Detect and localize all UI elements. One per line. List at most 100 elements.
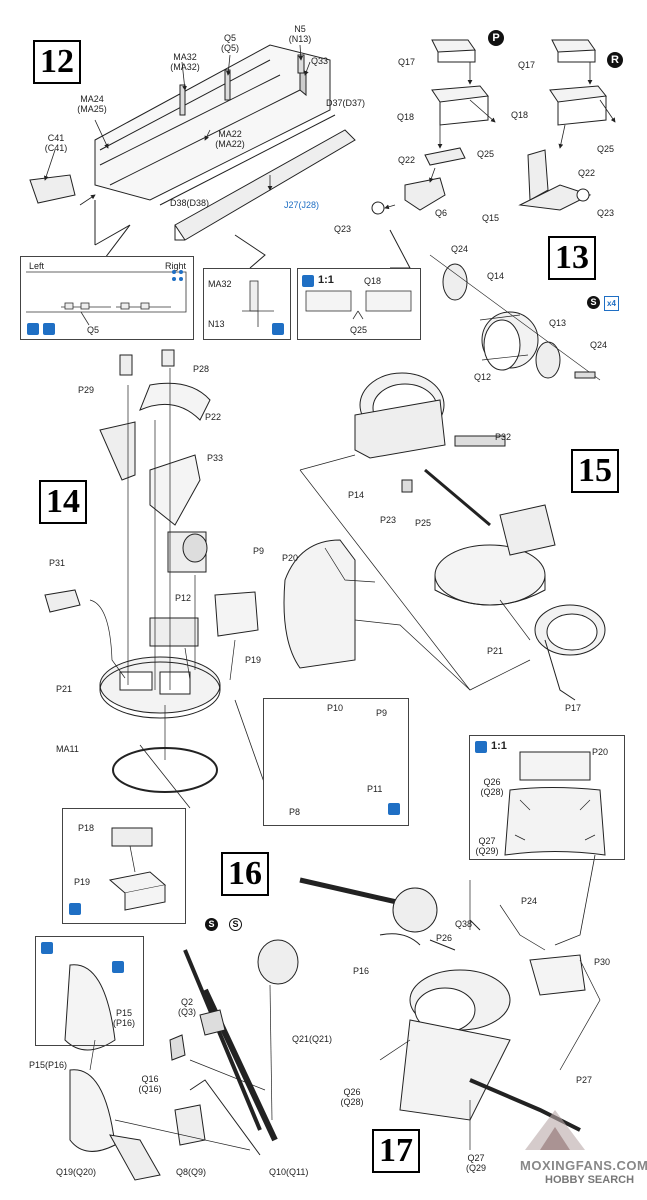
label-q10: Q10(Q11) [269, 1167, 309, 1177]
glue-brush-icon-3 [302, 275, 314, 287]
label-q25b: Q25 [597, 144, 615, 154]
label-ma25: (MA25) [77, 104, 107, 114]
inset-12c-drawing [305, 290, 412, 320]
label-p20: P20 [282, 553, 299, 563]
inset-ma32-label: MA32 [208, 279, 232, 289]
glue-brush-icon-4 [388, 803, 400, 815]
label-q17b: Q17 [518, 60, 536, 70]
label-p15-16: P15(P16) [29, 1060, 68, 1070]
label-p26: P26 [436, 933, 453, 943]
label-p16-inset: (P16) [112, 1018, 136, 1028]
label-q27-inset: Q27 [478, 836, 496, 846]
label-q12: Q12 [474, 372, 492, 382]
quantity-x4-badge: x4 [604, 296, 619, 311]
inset-14-searchlight [263, 698, 409, 826]
seat-assembly-r [518, 39, 607, 211]
final-assembly-drawing [299, 877, 586, 1132]
label-p21: P21 [56, 684, 73, 694]
label-d37: D37(D37) [326, 98, 366, 108]
label-p18: P18 [78, 823, 95, 833]
variant-r-marker: R [607, 52, 623, 68]
inset-14-battery [62, 808, 186, 924]
label-p23: P23 [380, 515, 397, 525]
label-q16: Q16 [141, 1074, 159, 1084]
glue-brush-icon-6 [475, 741, 487, 753]
label-ma22: MA22 [218, 129, 242, 139]
paint-stripe-icon-2 [112, 961, 124, 973]
label-p12: P12 [175, 593, 192, 603]
label-q22a: Q22 [398, 155, 416, 165]
variant-s-marker: S [587, 296, 600, 309]
label-q26-17: Q26 [343, 1087, 361, 1097]
inset-n13-label: N13 [208, 319, 225, 329]
label-q24a: Q24 [451, 244, 469, 254]
inset-q18-label: Q18 [364, 276, 382, 286]
label-q19: Q19(Q20) [56, 1167, 97, 1177]
label-p22: P22 [205, 412, 222, 422]
step-15-box: 15 [571, 449, 619, 493]
label-q18b: Q18 [511, 110, 529, 120]
body-side-panel-drawing [29, 44, 356, 245]
label-q22b: Q22 [578, 168, 596, 178]
label-p31: P31 [49, 558, 66, 568]
paint-stripe-icon [43, 323, 55, 335]
inset-right-label: Right [165, 261, 187, 271]
battery-box-parts [108, 827, 167, 911]
step-13-box: 13 [548, 236, 596, 280]
step-14-box: 14 [39, 480, 87, 524]
label-q16b: (Q16) [138, 1084, 162, 1094]
glue-brush-icon-5 [69, 903, 81, 915]
label-q27-17: Q27 [467, 1153, 485, 1163]
watermark-hobby-search: HOBBY SEARCH [545, 1174, 635, 1186]
label-q18a: Q18 [397, 112, 415, 122]
label-q24b: Q24 [590, 340, 608, 350]
label-p14: P14 [348, 490, 365, 500]
label-q5b: (Q5) [221, 43, 239, 53]
label-p19-inset: P19 [74, 877, 91, 887]
label-p9: P9 [253, 546, 265, 556]
glue-brush-icon-2 [272, 323, 284, 335]
variant-p-marker: P [488, 30, 504, 46]
label-q3: (Q3) [178, 1007, 196, 1017]
step-16-box: 16 [221, 852, 269, 896]
label-ma32: MA32 [173, 52, 197, 62]
inset-16-drum [35, 936, 144, 1046]
label-p27: P27 [576, 1075, 593, 1085]
variant-s-paren-marker-16: S [229, 918, 242, 931]
step-12-box: 12 [33, 40, 81, 84]
label-q26-inset: Q26 [483, 777, 501, 787]
label-p16-17: P16 [353, 966, 370, 976]
label-ma24: MA24 [80, 94, 104, 104]
label-c41b: (C41) [44, 143, 68, 153]
glue-brush-icon-7 [41, 942, 53, 954]
label-q14: Q14 [487, 271, 505, 281]
inset-left-label: Left [29, 261, 45, 271]
label-d38: D38(D38) [170, 198, 210, 208]
glue-brush-icon [27, 323, 39, 335]
label-p24: P24 [521, 896, 538, 906]
scale-1-1-label: 1:1 [318, 274, 334, 286]
mount-frame-drawing [283, 372, 606, 701]
label-ma32b: (MA32) [170, 62, 200, 72]
label-q13: Q13 [549, 318, 567, 328]
label-q29-17: (Q29 [465, 1163, 487, 1173]
label-q28-inset: (Q28) [480, 787, 504, 797]
watermark-moxingfans: MOXINGFANS.COM [520, 1158, 647, 1173]
label-q8: Q8(Q9) [176, 1167, 207, 1177]
label-p25: P25 [415, 518, 432, 528]
label-p29: P29 [78, 385, 95, 395]
label-q17a: Q17 [398, 57, 416, 67]
shield-parts [504, 751, 606, 856]
label-p10: P10 [327, 703, 344, 713]
label-q25a: Q25 [477, 149, 495, 159]
label-n5: N5 [294, 24, 306, 34]
label-p9-inset: P9 [376, 708, 388, 718]
step-17-box: 17 [372, 1129, 420, 1173]
mount-pedestal-drawing [44, 349, 259, 793]
inset-15-shield: 1:1 [469, 735, 625, 860]
gun-ring-parts [429, 254, 601, 381]
label-p8: P8 [289, 807, 301, 817]
inset-12-left-right: Left Right Q5 [20, 256, 194, 340]
label-p33: P33 [207, 453, 224, 463]
